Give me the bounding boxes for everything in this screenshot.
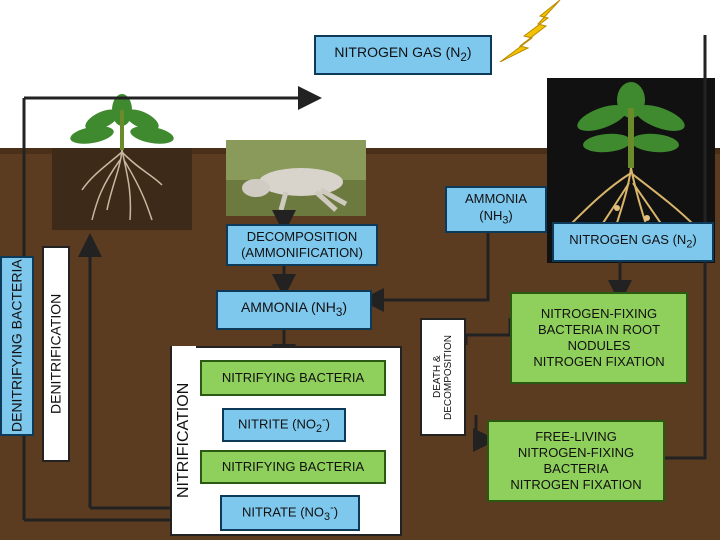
nitrogen-gas-top-node: NITROGEN GAS (N2) xyxy=(314,35,492,75)
nitrogen-gas-right-node: NITROGEN GAS (N2) xyxy=(552,222,714,262)
decomposition-node: DECOMPOSITION(AMMONIFICATION) xyxy=(226,224,378,266)
dead-animal-icon xyxy=(226,140,366,216)
nitrate-node: NITRATE (NO3-) xyxy=(220,495,360,531)
lightning-icon xyxy=(499,0,561,62)
nitrification-label: NITRIFICATION xyxy=(172,346,196,534)
nitrifying-bacteria-1-node: NITRIFYING BACTERIA xyxy=(200,360,386,396)
nitrite-node: NITRITE (NO2-) xyxy=(222,408,346,442)
ammonia-right-node: AMMONIA(NH3) xyxy=(445,186,547,233)
death-decomposition-label: DEATH &DECOMPOSITION xyxy=(420,318,466,436)
denitrifying-bacteria-label: DENITRIFYING BACTERIA xyxy=(0,256,34,436)
denitrification-label: DENITRIFICATION xyxy=(42,246,70,462)
nitrifying-bacteria-2-node: NITRIFYING BACTERIA xyxy=(200,450,386,484)
plant-left-icon xyxy=(52,94,192,230)
ammonia-center-node: AMMONIA (NH3) xyxy=(216,290,372,330)
